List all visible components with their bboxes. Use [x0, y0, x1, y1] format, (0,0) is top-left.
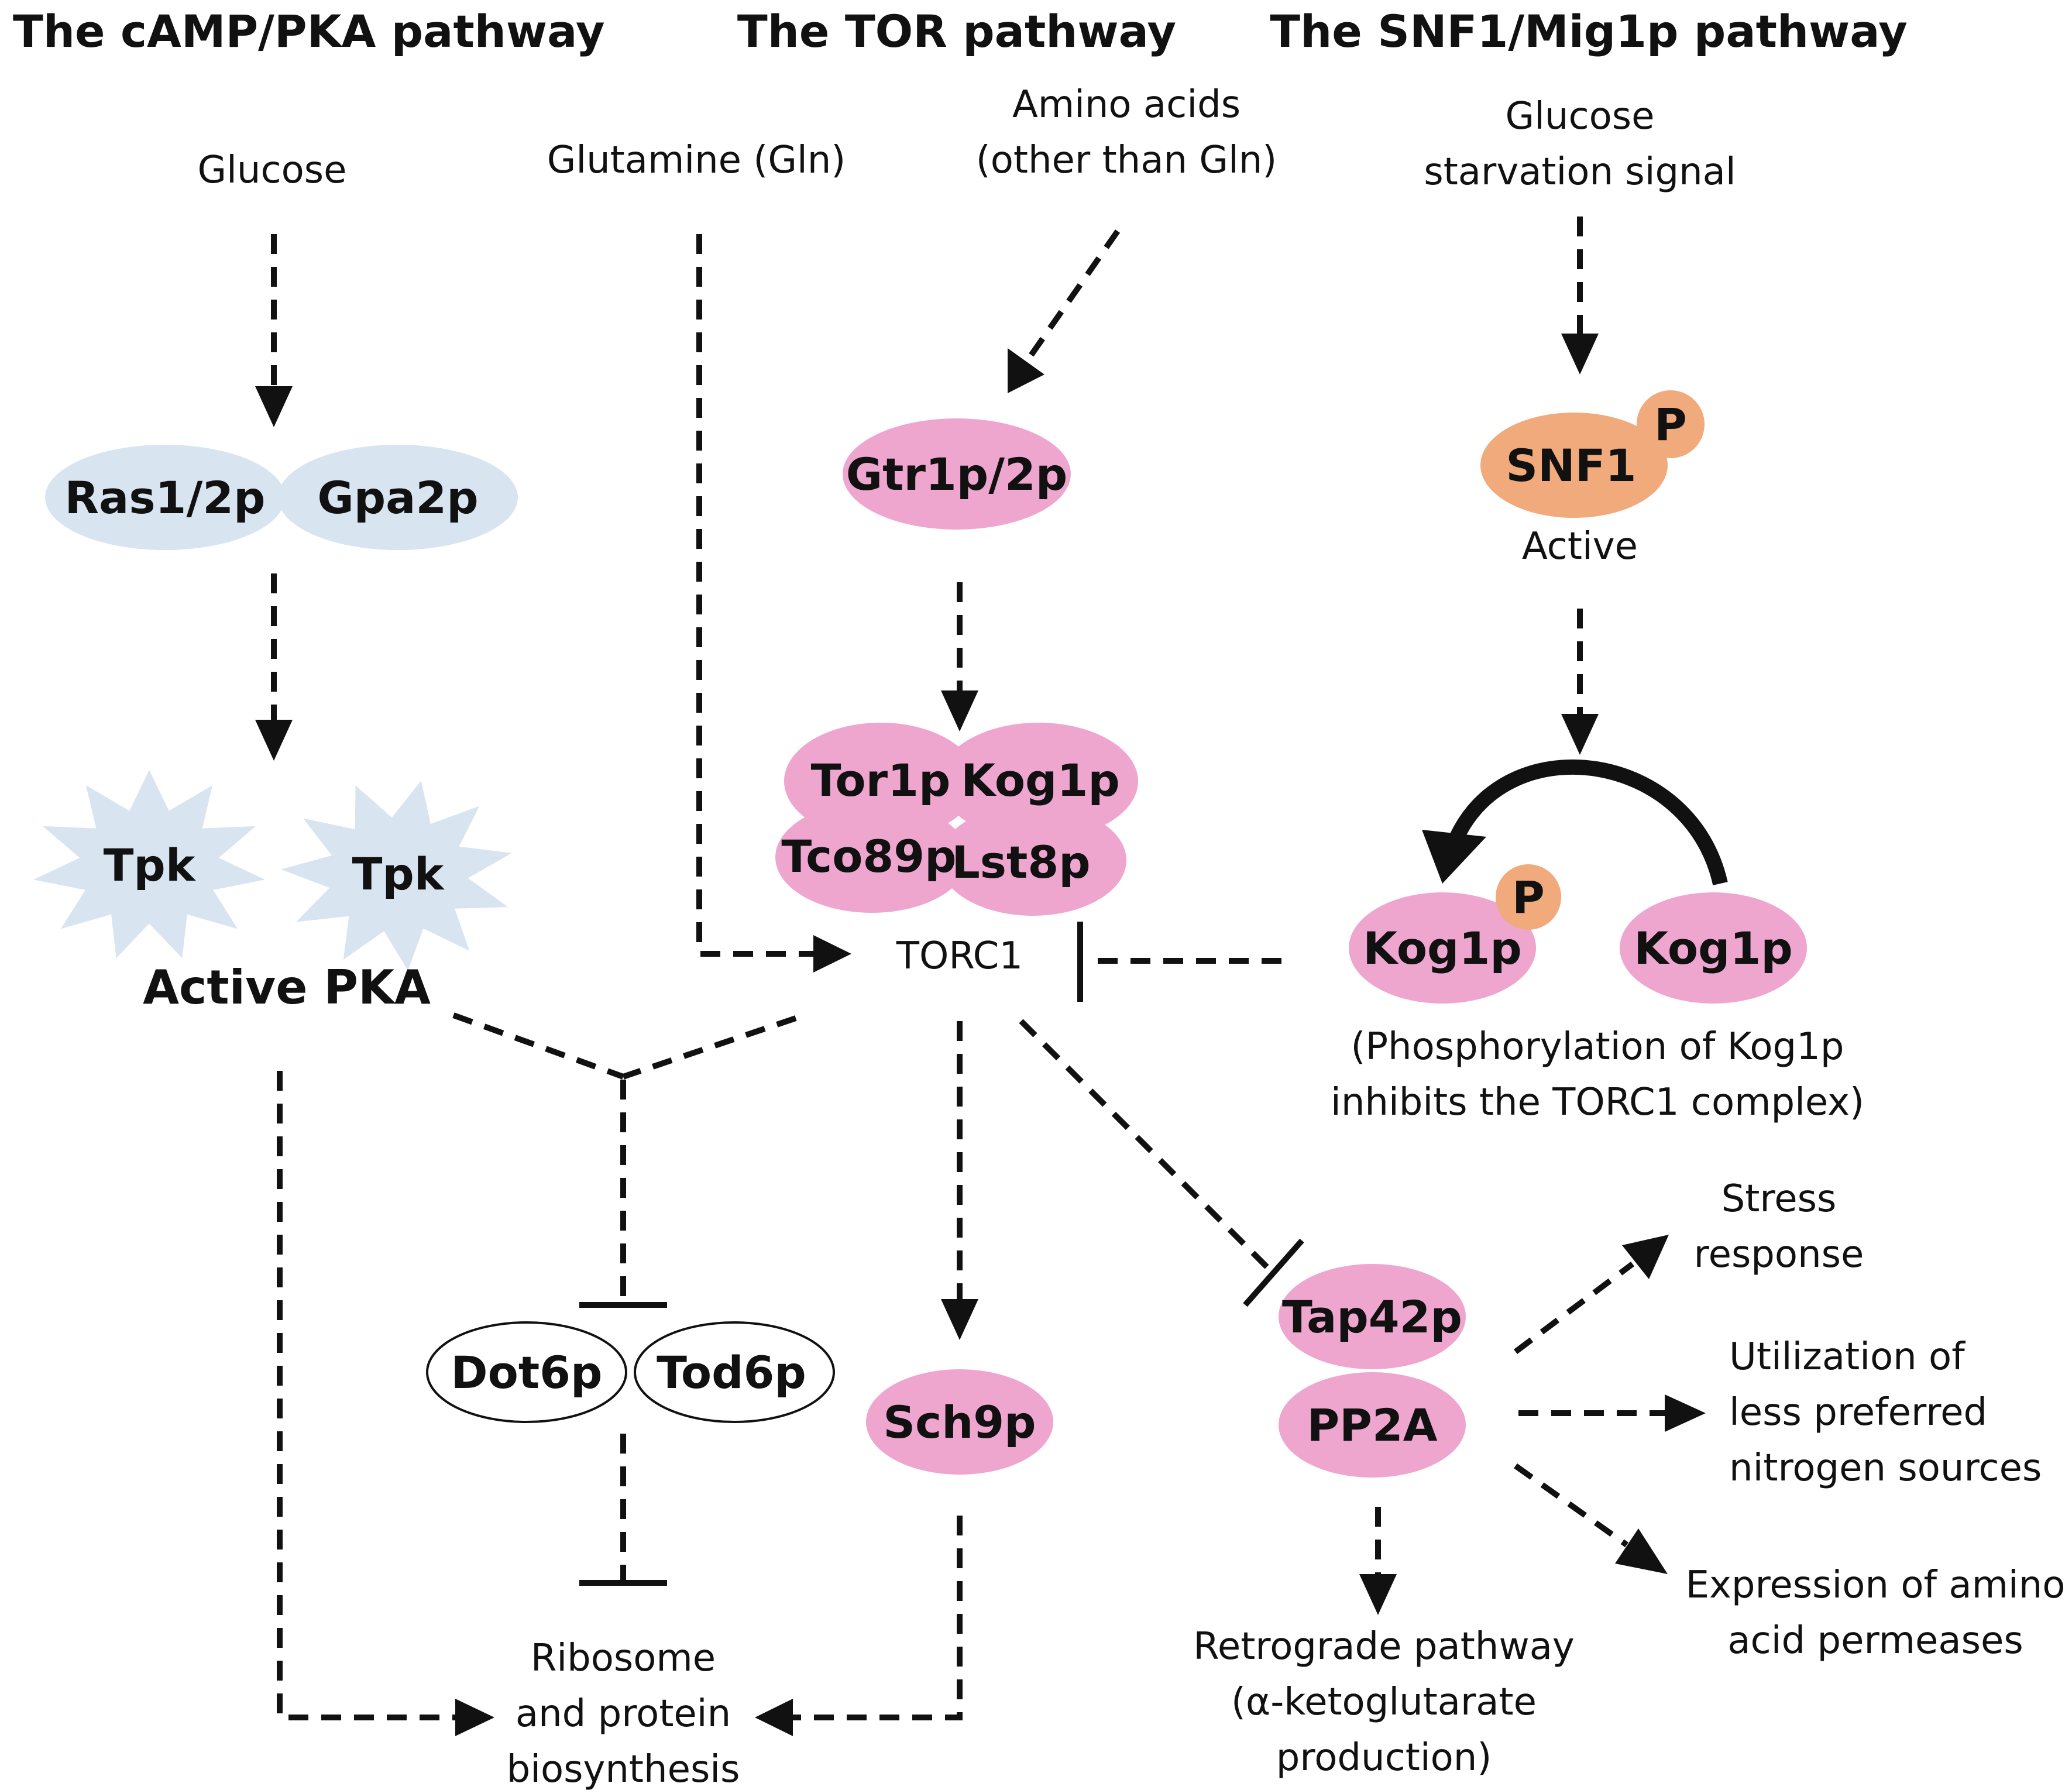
curved-arrowhead [1422, 830, 1486, 884]
label-stress-2: response [1694, 1233, 1864, 1276]
arrowhead-utilization [1665, 1394, 1706, 1432]
tor-nodes: Gtr1p/2p Tor1p Kog1p Tco89p Lst8p TORC1 … [426, 418, 1466, 1478]
label-active-snf1: Active [1522, 525, 1638, 568]
edge-amino-gtr [1027, 229, 1121, 359]
node-tco89-label: Tco89p [781, 830, 956, 882]
label-ribosome-2: and protein [516, 1692, 731, 1736]
label-expression-2: acid permeases [1727, 1619, 2023, 1662]
arrowhead-ras [255, 386, 293, 427]
node-gpa2p [278, 445, 518, 550]
label-utilization-2: less preferred [1729, 1391, 1987, 1434]
arrowhead-ribosome-right [755, 1699, 793, 1736]
node-pp2a-label: PP2A [1307, 1399, 1437, 1451]
node-dot6p [426, 1321, 627, 1423]
label-phosphorylation-2: inhibits the TORC1 complex) [1331, 1081, 1864, 1124]
node-tor1-label: Tor1p [811, 754, 951, 806]
node-lst8p [939, 805, 1126, 916]
edge-pka-ribosome [277, 1071, 462, 1720]
node-sch9-label: Sch9p [883, 1396, 1036, 1448]
arrowhead-torc1-complex [941, 690, 978, 731]
label-retrograde-2: (α-ketoglutarate [1231, 1681, 1537, 1724]
label-utilization-1: Utilization of [1729, 1335, 1966, 1379]
label-glutamine: Glutamine (Gln) [547, 139, 846, 182]
label-amino-acids-1: Amino acids [1012, 83, 1241, 126]
node-tpk1-label: Tpk [104, 839, 196, 891]
label-starvation-2: starvation signal [1424, 150, 1736, 194]
title-camp-pathway: The cAMP/PKA pathway [13, 5, 605, 57]
label-stress-1: Stress [1721, 1177, 1837, 1221]
arrowhead-retrograde [1359, 1574, 1397, 1615]
node-kog1-complex-label: Kog1p [961, 754, 1119, 806]
snf1-nodes: SNF1 P Active Kog1p P Kog1p (Phosphoryla… [1331, 390, 1864, 1124]
arrowhead-ribosome-left [455, 1699, 494, 1736]
node-ras-label: Ras1/2p [65, 472, 266, 524]
node-tpk-1 [33, 770, 265, 958]
label-amino-acids-2: (other than Gln) [976, 139, 1277, 182]
arrowhead-snf1 [1561, 334, 1599, 375]
curved-phosphorylation-arrow [1450, 759, 1728, 885]
edge-sch9-ribosome [784, 1516, 963, 1720]
label-retrograde-1: Retrograde pathway [1193, 1625, 1575, 1668]
camp-nodes: Ras1/2p Gpa2p Tpk Tpk Active PKA [33, 445, 518, 1015]
arrowheads [255, 334, 1706, 1736]
node-kog1p-phosphorylated [1349, 892, 1536, 1004]
edge-pp2a-expression [1514, 1463, 1628, 1548]
label-retrograde-3: production) [1276, 1736, 1492, 1779]
label-starvation-1: Glucose [1506, 95, 1655, 138]
node-snf1 [1480, 413, 1668, 518]
label-phosphorylation-1: (Phosphorylation of Kog1p [1351, 1025, 1844, 1068]
edge-pp2a-stress [1514, 1262, 1634, 1354]
node-pp2a [1279, 1372, 1466, 1478]
arrowhead-stress [1622, 1235, 1669, 1279]
node-gtr1-2p [843, 418, 1071, 530]
label-active-pka: Active PKA [143, 960, 431, 1015]
label-ribosome-3: biosynthesis [507, 1748, 740, 1790]
edge-pka-junction [452, 1012, 624, 1080]
edge-torc1-junction [622, 1015, 797, 1080]
output-labels: Stress response Utilization of less pref… [507, 1177, 2066, 1790]
node-ras1-2p [45, 445, 285, 550]
node-gtr-label: Gtr1p/2p [846, 448, 1068, 500]
node-lst8-label: Lst8p [951, 836, 1090, 888]
inhibition-bars [579, 922, 1304, 1586]
title-snf1-pathway: The SNF1/Mig1p pathway [1270, 5, 1908, 57]
arrowhead-kog1 [1561, 714, 1599, 755]
node-snf1-label: SNF1 [1506, 439, 1636, 492]
dashed-connectors [271, 217, 1668, 1720]
node-kog1-p-p-label: P [1512, 871, 1545, 923]
node-kog1-p-label: Kog1p [1363, 922, 1521, 974]
node-kog1p-free [1620, 892, 1807, 1004]
node-tpk-2 [281, 781, 512, 971]
arrowhead-sch9 [941, 1299, 978, 1340]
node-tap42-label: Tap42p [1282, 1291, 1462, 1343]
node-dot6-label: Dot6p [451, 1346, 603, 1399]
node-sch9p [866, 1369, 1053, 1475]
edge-glutamine-torc1 [696, 234, 825, 957]
node-snf1-p-label: P [1654, 398, 1687, 451]
label-torc1: TORC1 [896, 934, 1023, 978]
arrowhead-tpk [255, 720, 293, 761]
arrowhead-gtr [1008, 348, 1044, 393]
arrowhead-expression [1615, 1528, 1668, 1574]
label-utilization-3: nitrogen sources [1729, 1447, 2042, 1490]
node-tap42p [1279, 1264, 1466, 1369]
title-tor-pathway: The TOR pathway [737, 5, 1176, 57]
label-glucose: Glucose [198, 149, 347, 192]
node-kog1p-complex [939, 723, 1138, 840]
node-snf1-phosphate [1637, 390, 1705, 458]
node-kog1-phosphate [1496, 864, 1561, 930]
node-tpk2-label: Tpk [352, 848, 445, 900]
node-gpa-label: Gpa2p [317, 472, 478, 524]
arrowhead-torc1-gln [813, 935, 851, 973]
label-ribosome-1: Ribosome [531, 1637, 716, 1680]
edge-torc1-inhibit-tap42 [1019, 1019, 1278, 1278]
label-expression-1: Expression of amino [1686, 1564, 2066, 1607]
node-tod6-label: Tod6p [657, 1346, 806, 1399]
node-tco89p [775, 802, 968, 913]
node-kog1-free-label: Kog1p [1634, 922, 1792, 974]
tbar-tap42 [1243, 1238, 1304, 1307]
node-tod6p [634, 1321, 835, 1423]
